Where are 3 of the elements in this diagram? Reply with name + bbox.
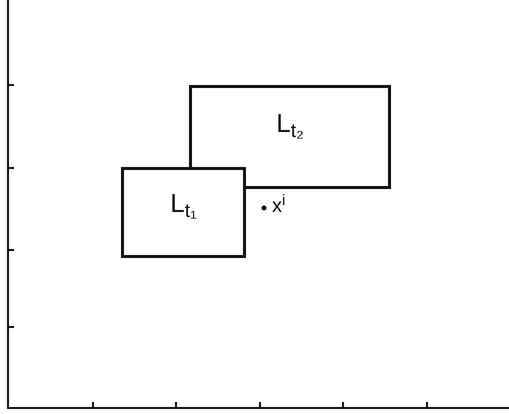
rectangle-region	[121, 167, 246, 258]
rectangle-region	[189, 85, 391, 189]
point-label: x$^{i}$	[272, 196, 286, 216]
